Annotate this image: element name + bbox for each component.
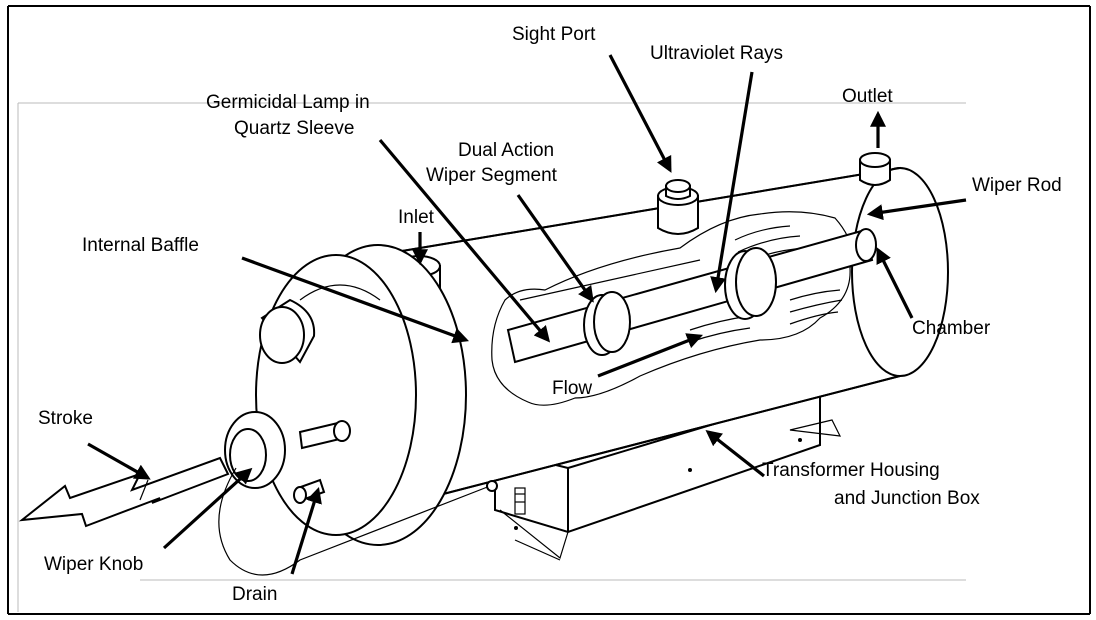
stroke-arrow — [18, 456, 230, 528]
label-germicidal-lamp-2: Quartz Sleeve — [234, 118, 354, 139]
labels: Sight Port Ultraviolet Rays Germicidal L… — [38, 24, 1062, 605]
pointer-sight-port — [608, 54, 672, 173]
pointer-dual-action — [516, 194, 594, 303]
label-dual-action-1: Dual Action — [458, 140, 554, 161]
label-stroke: Stroke — [38, 408, 93, 429]
label-drain: Drain — [232, 584, 277, 605]
pointer-ultraviolet-rays — [710, 71, 754, 294]
label-outlet: Outlet — [842, 86, 893, 107]
outer-border — [7, 5, 1091, 615]
label-inlet: Inlet — [398, 207, 435, 228]
label-germicidal-lamp-1: Germicidal Lamp in — [206, 92, 370, 113]
label-internal-baffle: Internal Baffle — [82, 235, 199, 256]
label-ultraviolet-rays: Ultraviolet Rays — [650, 43, 783, 64]
pointers — [87, 54, 967, 575]
pointer-chamber — [876, 247, 914, 319]
pointer-stroke — [87, 442, 151, 480]
pointer-drain — [290, 486, 322, 575]
label-wiper-rod: Wiper Rod — [972, 175, 1062, 196]
cutaway — [491, 211, 877, 406]
label-chamber: Chamber — [912, 318, 991, 339]
pointer-transformer — [705, 430, 765, 478]
pointer-wiper-knob — [162, 467, 253, 550]
outlet-port — [859, 152, 891, 186]
label-dual-action-2: Wiper Segment — [426, 165, 558, 186]
label-sight-port: Sight Port — [512, 24, 596, 45]
label-transformer-2: and Junction Box — [834, 488, 980, 509]
label-wiper-knob: Wiper Knob — [44, 554, 143, 575]
pointer-germicidal-lamp — [378, 138, 551, 343]
sight-port — [657, 179, 699, 235]
inner-frame — [17, 102, 966, 612]
pointer-internal-baffle — [241, 256, 470, 344]
end-cap — [255, 244, 467, 546]
pointer-wiper-rod — [866, 198, 967, 221]
label-transformer-1: Transformer Housing — [762, 460, 940, 481]
pointer-flow — [597, 333, 703, 378]
label-flow: Flow — [552, 378, 592, 399]
